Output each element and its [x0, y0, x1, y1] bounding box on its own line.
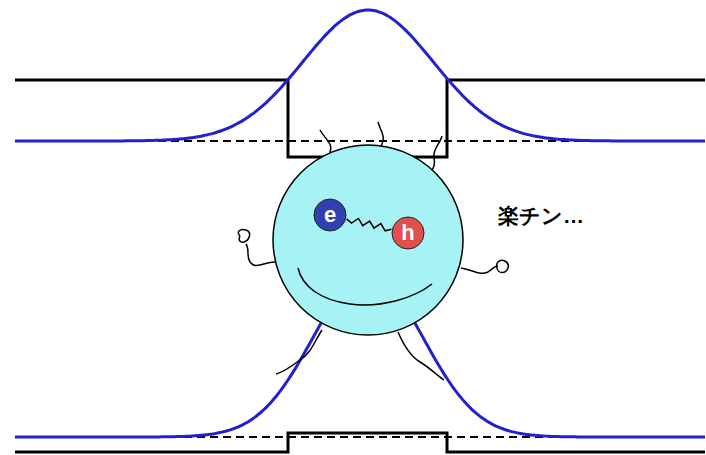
- arm: [461, 266, 498, 273]
- speech-text: 楽チン…: [498, 202, 584, 230]
- node-label: e: [324, 204, 336, 226]
- leg: [398, 332, 444, 380]
- node-label: h: [401, 222, 414, 244]
- electron-circle: e: [313, 198, 347, 232]
- hole-circle: h: [391, 216, 425, 250]
- exciton-character: [238, 122, 508, 380]
- leg: [276, 330, 322, 374]
- node-circle: [314, 199, 346, 231]
- node-circle: [392, 217, 424, 249]
- exciton-body: [273, 145, 463, 335]
- fist: [238, 229, 249, 242]
- arm: [246, 244, 276, 266]
- bond-line: [347, 218, 392, 230]
- electron-wavefunction: [15, 10, 705, 141]
- smile: [298, 268, 432, 305]
- fist: [497, 260, 509, 272]
